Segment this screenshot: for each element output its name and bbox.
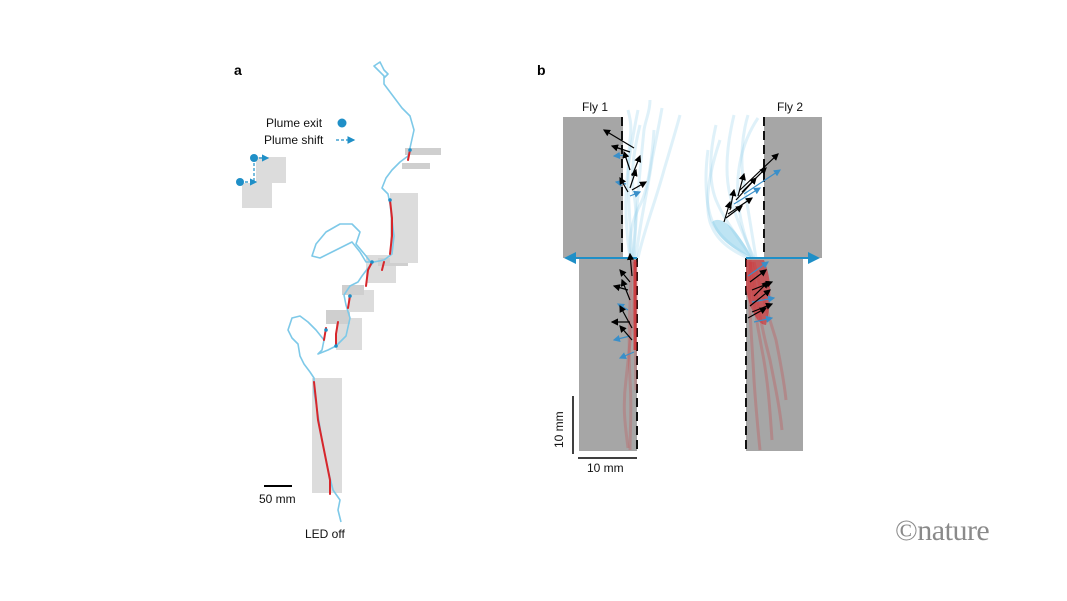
trajectory-out-of-plume: [287, 61, 415, 523]
plume-block: [312, 378, 342, 493]
plume-block: [390, 193, 418, 263]
plume-block: [402, 163, 430, 169]
legend-plume-shift-label: Plume shift: [264, 133, 324, 147]
trajectory-in-plume: [313, 149, 411, 495]
panel-a-label: a: [234, 62, 242, 78]
fly1-plume: [563, 117, 638, 451]
plume-block: [348, 290, 374, 312]
plume-exit-markers: [324, 148, 412, 348]
plume-block: [405, 148, 441, 155]
legend-plume-exit-label: Plume exit: [266, 116, 323, 130]
fly2-blue-cluster: [712, 219, 752, 258]
scale-bar-horizontal-label: 10 mm: [587, 461, 624, 475]
plume-staircase: [312, 148, 441, 493]
plume-exit-marker-icon: [337, 118, 347, 128]
fly2-heading-arrows: [723, 153, 781, 323]
nature-watermark: ©nature: [895, 514, 989, 547]
fly2-label: Fly 2: [777, 100, 803, 114]
scale-bar-label: 50 mm: [259, 492, 296, 506]
fly1-label: Fly 1: [582, 100, 608, 114]
fly1-blue-traces: [624, 99, 682, 259]
plume-block: [326, 310, 350, 324]
led-off-label: LED off: [305, 527, 345, 541]
panel-b-label: b: [537, 62, 546, 78]
legend-staircase-diagram: [236, 154, 286, 208]
plume-block: [342, 285, 364, 295]
scale-bar-vertical-label: 10 mm: [552, 411, 566, 448]
fly1-heading-arrows: [602, 129, 648, 359]
